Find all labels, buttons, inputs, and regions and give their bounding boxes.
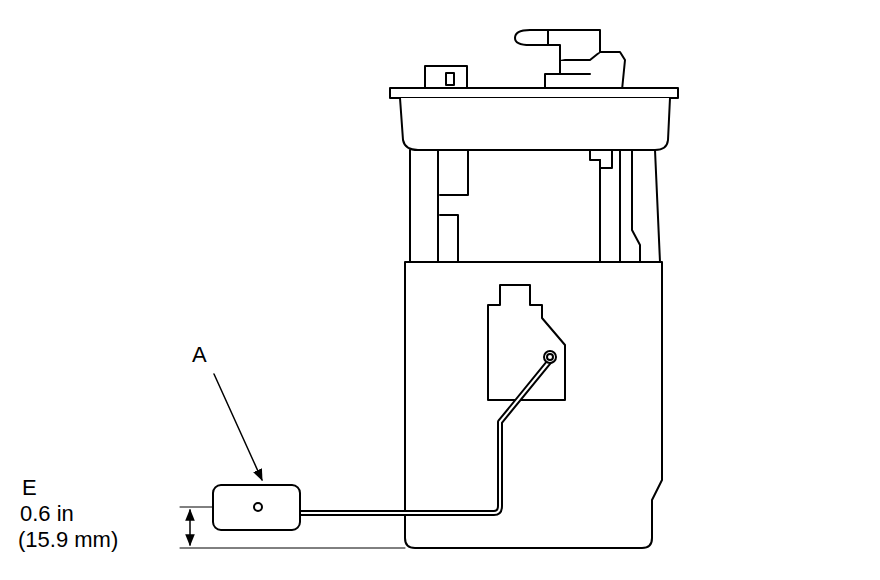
dimension-arrow — [189, 510, 191, 545]
connector-slot — [446, 73, 454, 85]
flange-body — [400, 98, 670, 150]
dimension-value: 0.6 in — [20, 502, 74, 526]
arm-pivot — [544, 351, 556, 363]
frame-detail — [600, 150, 612, 168]
fuel-fitting — [545, 52, 625, 90]
fuel-level-sender — [488, 285, 565, 400]
float-arm-core — [300, 357, 553, 513]
float-arm — [300, 357, 553, 513]
fuel-outlet-pipe — [515, 30, 600, 60]
leader-line — [214, 374, 262, 480]
dimension-value: (15.9 mm) — [18, 528, 118, 552]
electrical-connector — [425, 66, 467, 90]
pump-frame — [410, 150, 660, 262]
arm-pivot-center — [547, 354, 553, 360]
callout-letter: A — [192, 343, 207, 367]
extension-line — [180, 507, 212, 508]
extension-line — [180, 548, 405, 549]
float-hole — [254, 503, 262, 511]
float — [213, 485, 300, 530]
pump-reservoir — [405, 262, 662, 548]
fitting-detail — [548, 30, 590, 74]
flange-plate — [390, 88, 678, 98]
dimension-letter: E — [22, 476, 37, 500]
